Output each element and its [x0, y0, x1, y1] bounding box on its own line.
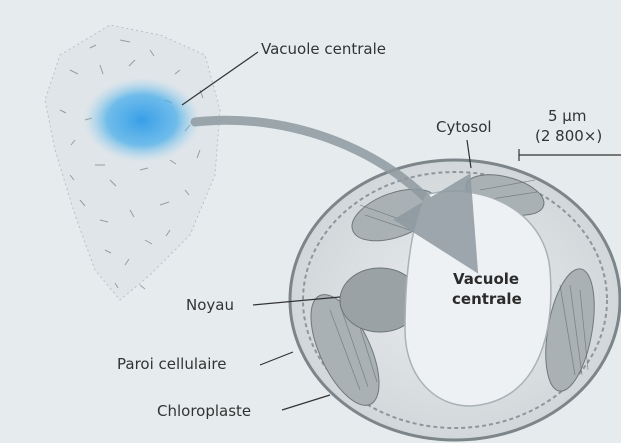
label-noyau: Noyau — [186, 296, 234, 314]
label-vacuole-top: Vacuole centrale — [261, 40, 386, 58]
label-vacuole-center-1: Vacuole — [453, 270, 519, 289]
label-cytosol: Cytosol — [436, 118, 492, 136]
small-cell-vacuole — [84, 78, 200, 162]
label-chloroplaste: Chloroplaste — [157, 402, 251, 420]
label-vacuole-center-2: centrale — [452, 290, 522, 309]
label-paroi: Paroi cellulaire — [117, 355, 226, 373]
paroi-leader-line — [260, 352, 293, 365]
small-cell — [45, 25, 220, 300]
chloroplaste-leader-line — [282, 395, 330, 410]
label-scale-magnification: (2 800×) — [535, 127, 602, 145]
scale-bar — [519, 149, 621, 161]
label-scale-length: 5 μm — [548, 107, 586, 125]
